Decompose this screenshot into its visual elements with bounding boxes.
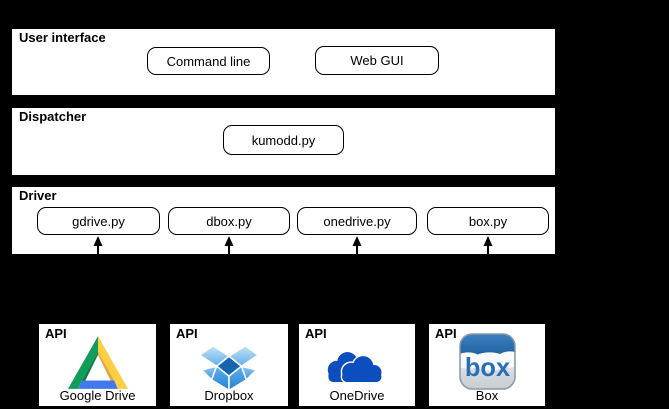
api-service-name: OneDrive [329, 388, 385, 403]
node-label: Web GUI [350, 53, 404, 68]
api-service-name: Dropbox [204, 388, 254, 403]
box-wordmark: box [464, 353, 509, 381]
api-box-google-drive: API Google Drive [37, 322, 158, 408]
api-box-box: box API Box [427, 322, 547, 408]
node-gdrive-py: gdrive.py [37, 207, 160, 235]
node-label: Command line [166, 53, 251, 69]
api-label: API [435, 326, 457, 341]
api-box-onedrive: API OneDrive [297, 322, 417, 408]
node-dbox-py: dbox.py [168, 207, 290, 235]
node-box-py: box.py [427, 207, 549, 235]
layer-title: Dispatcher [19, 109, 87, 124]
layer-dispatcher: Dispatcher [10, 106, 557, 177]
box-logo: box [429, 332, 545, 390]
api-label: API [45, 326, 67, 341]
api-label: API [305, 326, 327, 341]
dropbox-logo [170, 333, 288, 391]
node-web-gui: Web GUI [315, 46, 439, 75]
node-kumodd: kumodd.py [223, 125, 344, 155]
node-onedrive-py: onedrive.py [297, 207, 417, 235]
node-command-line: Command line [147, 47, 270, 75]
node-label: box.py [468, 213, 508, 229]
node-label: gdrive.py [72, 213, 125, 229]
google-drive-logo [39, 333, 156, 391]
onedrive-logo [299, 338, 415, 396]
node-label: onedrive.py [323, 213, 391, 229]
api-service-name: Google Drive [59, 388, 136, 403]
node-label: kumodd.py [251, 132, 316, 148]
layer-title: Driver [19, 188, 57, 203]
layer-user-interface: User interface [10, 27, 557, 97]
api-box-dropbox: API [168, 322, 290, 408]
node-label: dbox.py [206, 213, 252, 229]
api-service-name: Box [475, 388, 499, 403]
api-label: API [176, 326, 198, 341]
layer-title: User interface [19, 30, 106, 45]
